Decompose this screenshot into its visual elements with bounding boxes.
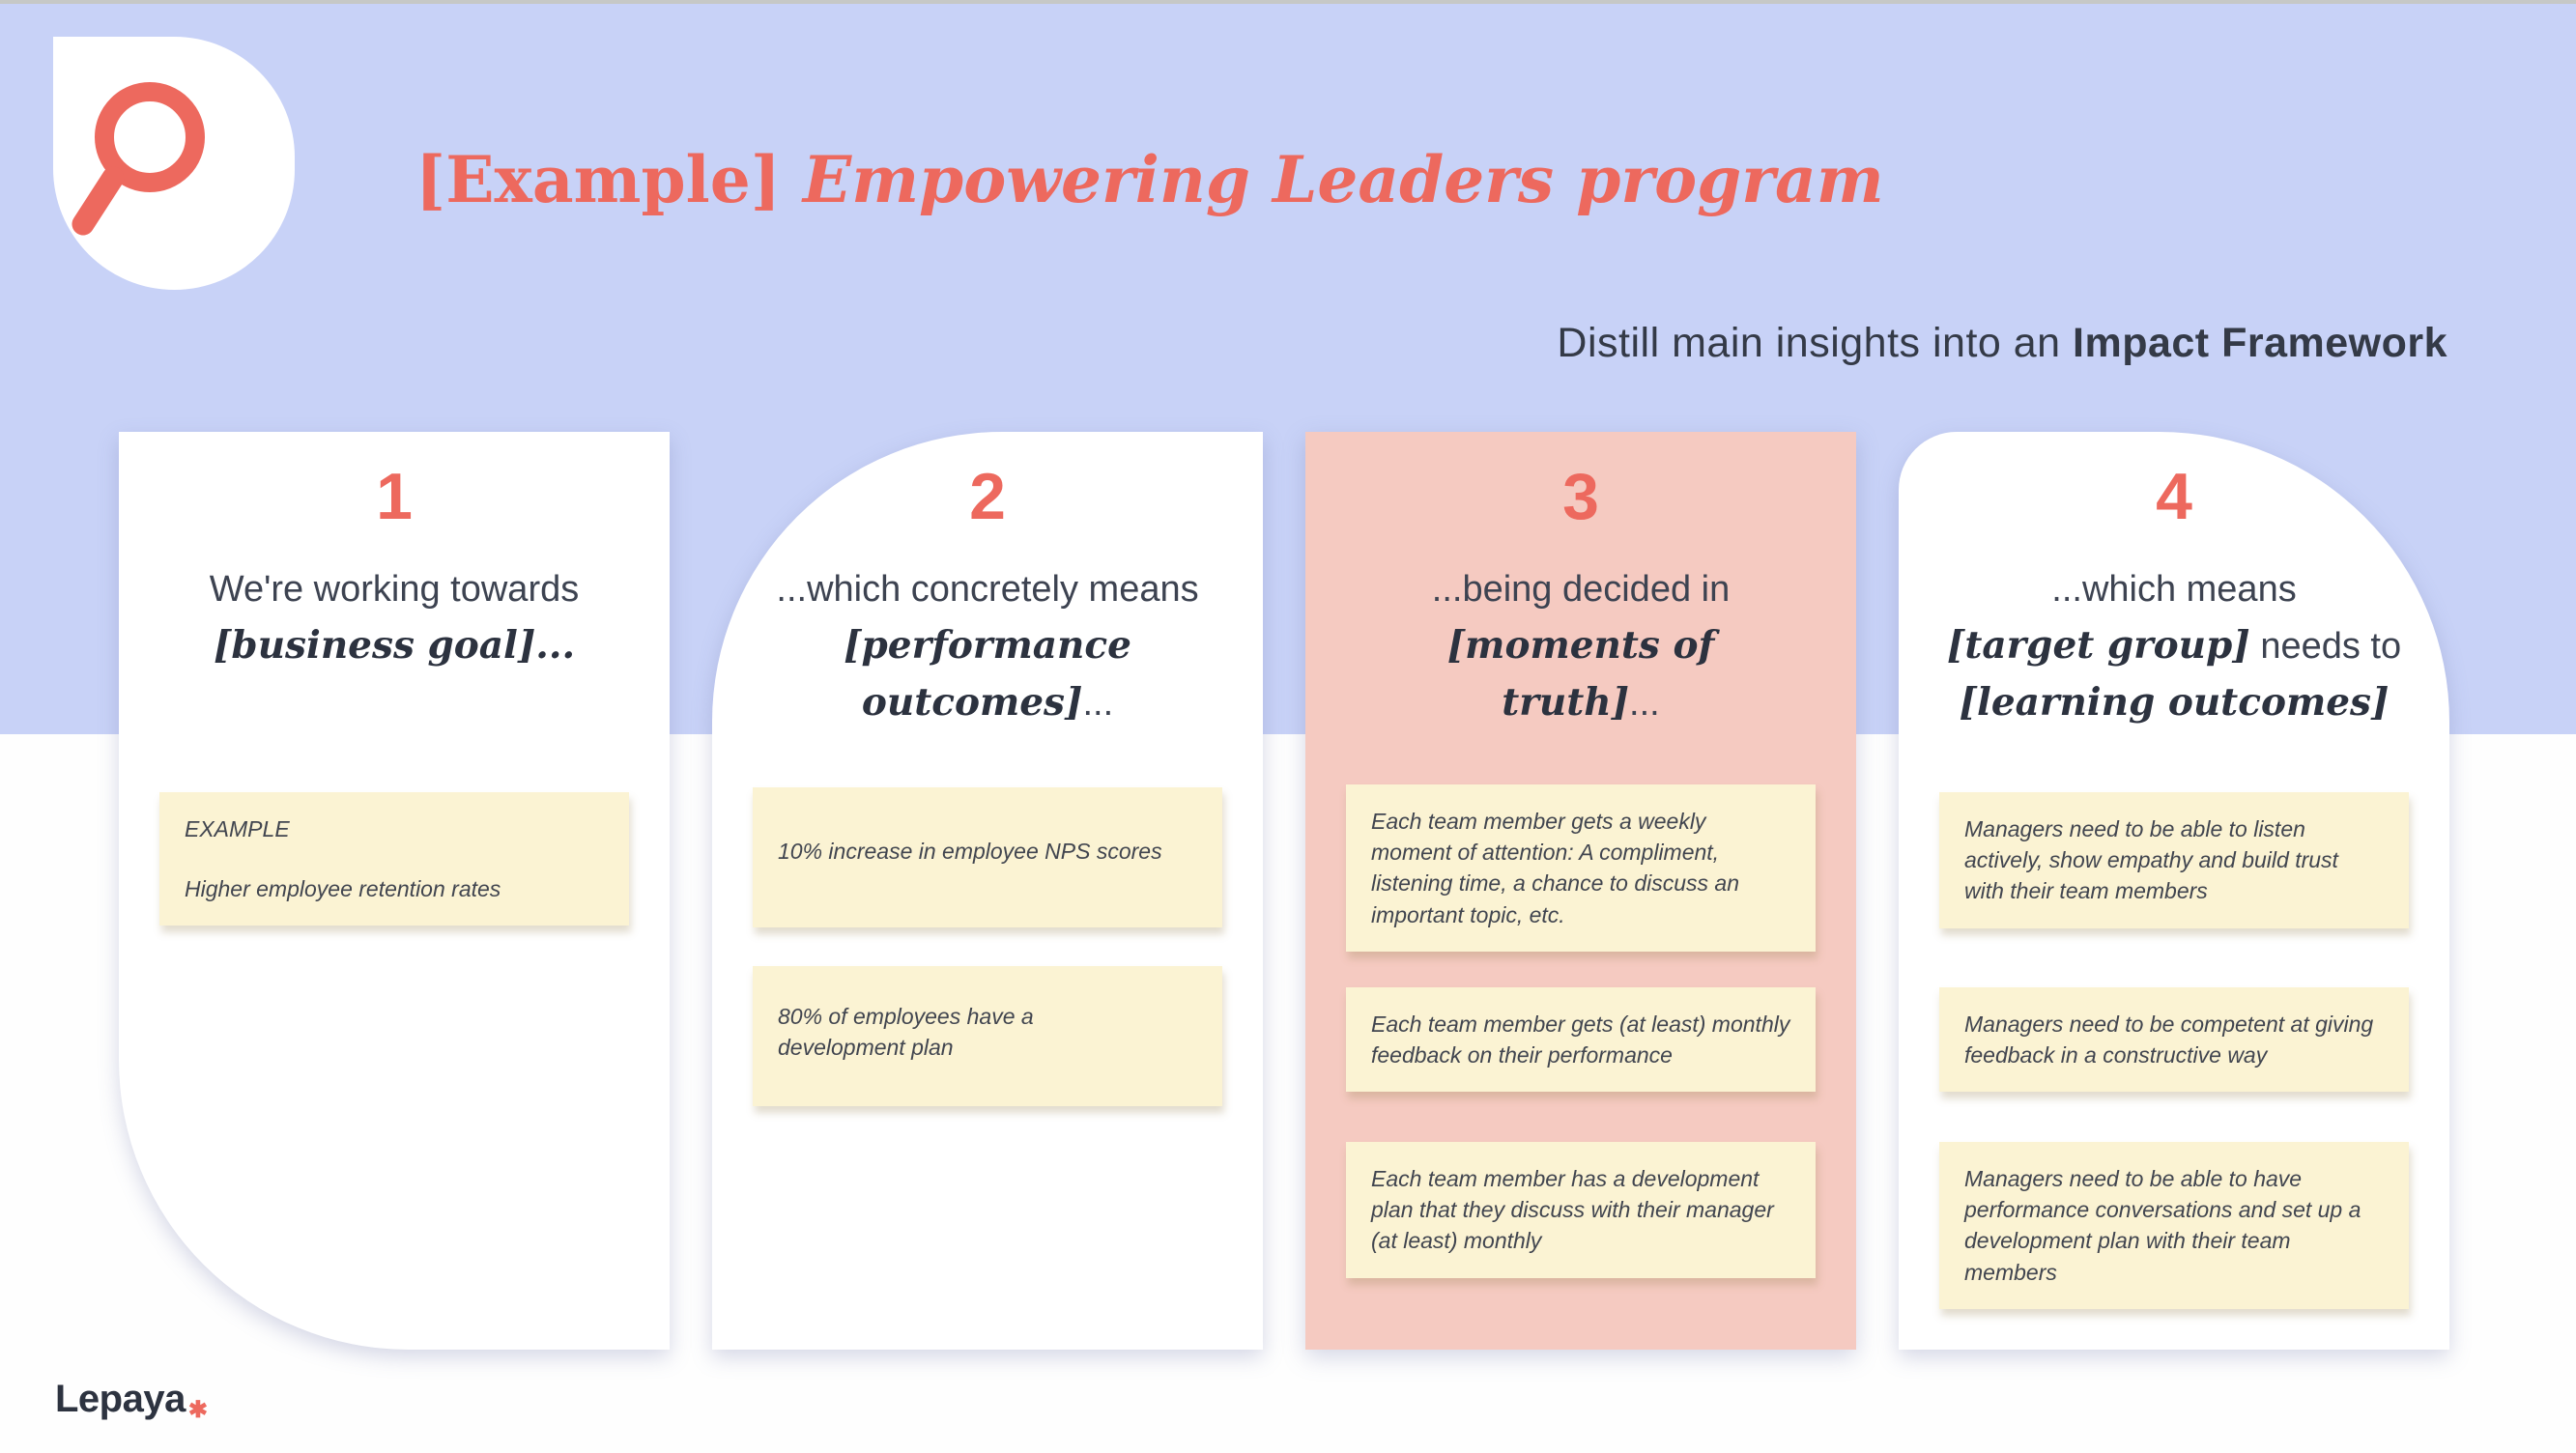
- card-heading: ...being decided in [moments of truth]..…: [1368, 562, 1793, 731]
- sticky-note: Managers need to be competent at giving …: [1939, 987, 2409, 1093]
- title-italic-part: Empowering Leaders program: [802, 142, 1884, 217]
- note-text: Managers need to be able to listen activ…: [1964, 816, 2338, 904]
- note-text: 80% of employees have a development plan: [778, 1004, 1034, 1061]
- logo-drop-shape: [53, 37, 295, 290]
- magnifier-icon: [72, 82, 205, 236]
- heading-part-emphasis: [business goal]: [213, 623, 536, 668]
- card-number: 3: [1562, 460, 1599, 533]
- card-number: 4: [2156, 460, 2192, 533]
- sticky-note: Each team member has a development plan …: [1346, 1142, 1816, 1278]
- card-number: 2: [969, 460, 1006, 533]
- heading-part-emphasis: [performance outcomes]: [844, 623, 1131, 725]
- sticky-note: Managers need to be able to listen activ…: [1939, 792, 2409, 928]
- card-business-goal: 1 We're working towards [business goal].…: [119, 432, 670, 1350]
- title-bracket-part: [Example]: [415, 142, 803, 217]
- subtitle: Distill main insights into an Impact Fra…: [1557, 320, 2447, 367]
- card-performance-outcomes: 2 ...which concretely means [performance…: [712, 432, 1263, 1350]
- card-heading: ...which concretely means [performance o…: [775, 562, 1200, 731]
- note-text: Each team member has a development plan …: [1371, 1166, 1774, 1254]
- heading-part: ...being decided in: [1431, 569, 1731, 610]
- subtitle-bold: Impact Framework: [2073, 320, 2447, 366]
- sticky-note: Managers need to be able to have perform…: [1939, 1142, 2409, 1309]
- note-text: 10% increase in employee NPS scores: [778, 839, 1162, 864]
- heading-part-emphasis: [moments of truth]: [1446, 623, 1715, 725]
- heading-part: ...: [1629, 683, 1660, 724]
- sticky-note: 80% of employees have a development plan: [753, 966, 1222, 1106]
- logo-wordmark: Lepaya: [55, 1378, 186, 1420]
- card-moments-of-truth: 3 ...being decided in [moments of truth]…: [1305, 432, 1856, 1350]
- heading-part-emphasis: [learning outcomes]: [1959, 680, 2390, 725]
- card-learning-outcomes: 4 ...which means [target group] needs to…: [1899, 432, 2449, 1350]
- page-title: [Example] Empowering Leaders program: [415, 145, 1884, 215]
- note-text: Managers need to be able to have perform…: [1964, 1166, 2361, 1285]
- heading-part: ...which concretely means: [776, 569, 1199, 610]
- sticky-note: Each team member gets (at least) monthly…: [1346, 987, 1816, 1093]
- note-text: Managers need to be competent at giving …: [1964, 1011, 2374, 1068]
- heading-part-emphasis: ...: [535, 623, 576, 668]
- lepaya-logo: Lepaya✱: [55, 1378, 208, 1423]
- card-heading: We're working towards [business goal]...: [182, 562, 607, 674]
- sticky-note: Each team member gets a weekly moment of…: [1346, 784, 1816, 952]
- card-heading: ...which means [target group] needs to […: [1937, 562, 2411, 731]
- note-text: Each team member gets a weekly moment of…: [1371, 809, 1739, 927]
- subtitle-plain: Distill main insights into an: [1557, 320, 2074, 366]
- card-number: 1: [376, 460, 413, 533]
- sticky-note: EXAMPLE Higher employee retention rates: [159, 792, 629, 926]
- note-label: EXAMPLE: [185, 816, 290, 841]
- heading-part: needs to: [2249, 626, 2402, 667]
- heading-part: We're working towards: [209, 569, 580, 610]
- heading-part: ...which means: [2051, 569, 2297, 610]
- heading-part-emphasis: [target group]: [1946, 623, 2250, 668]
- heading-part: ...: [1082, 683, 1114, 724]
- asterisk-icon: ✱: [187, 1397, 208, 1423]
- note-text: Each team member gets (at least) monthly…: [1371, 1011, 1790, 1068]
- sticky-note: 10% increase in employee NPS scores: [753, 787, 1222, 927]
- top-gray-strip: [0, 0, 2576, 4]
- note-text: Higher employee retention rates: [185, 876, 501, 902]
